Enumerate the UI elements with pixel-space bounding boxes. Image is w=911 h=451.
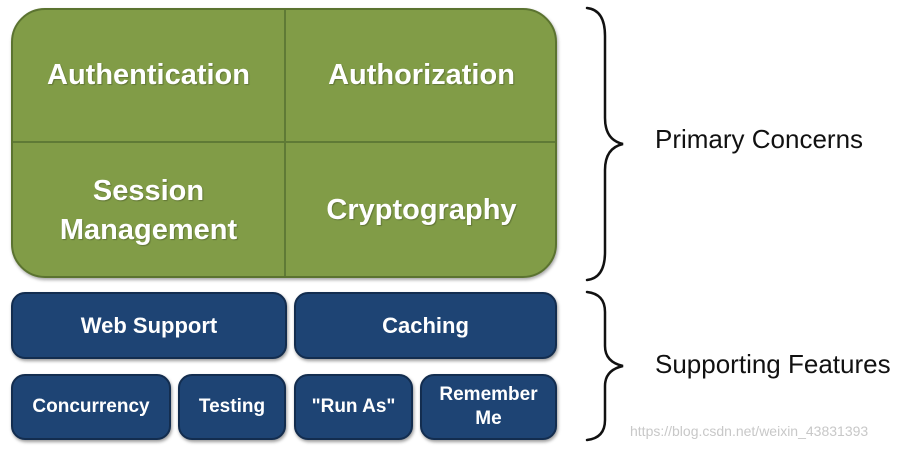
run-as-box: "Run As" <box>294 374 413 440</box>
cryptography-cell: Cryptography <box>326 194 517 226</box>
session-management-cell: Session Management <box>59 174 238 246</box>
web-support-box: Web Support <box>11 292 287 359</box>
grid-divider-vertical <box>284 10 286 276</box>
testing-box: Testing <box>178 374 286 440</box>
grid-divider-horizontal <box>13 141 555 143</box>
authentication-cell: Authentication <box>47 59 250 91</box>
remember-me-box: Remember Me <box>420 374 557 440</box>
supporting-features-brace <box>585 290 624 442</box>
concurrency-box: Concurrency <box>11 374 171 440</box>
primary-concerns-brace <box>585 6 624 282</box>
authorization-cell: Authorization <box>328 59 515 91</box>
supporting-features-label: Supporting Features <box>655 349 891 379</box>
primary-concerns-label: Primary Concerns <box>655 124 864 154</box>
watermark-text: https://blog.csdn.net/weixin_43831393 <box>630 423 869 439</box>
primary-concerns-block: Authentication Authorization Session Man… <box>11 8 557 278</box>
caching-box: Caching <box>294 292 557 359</box>
